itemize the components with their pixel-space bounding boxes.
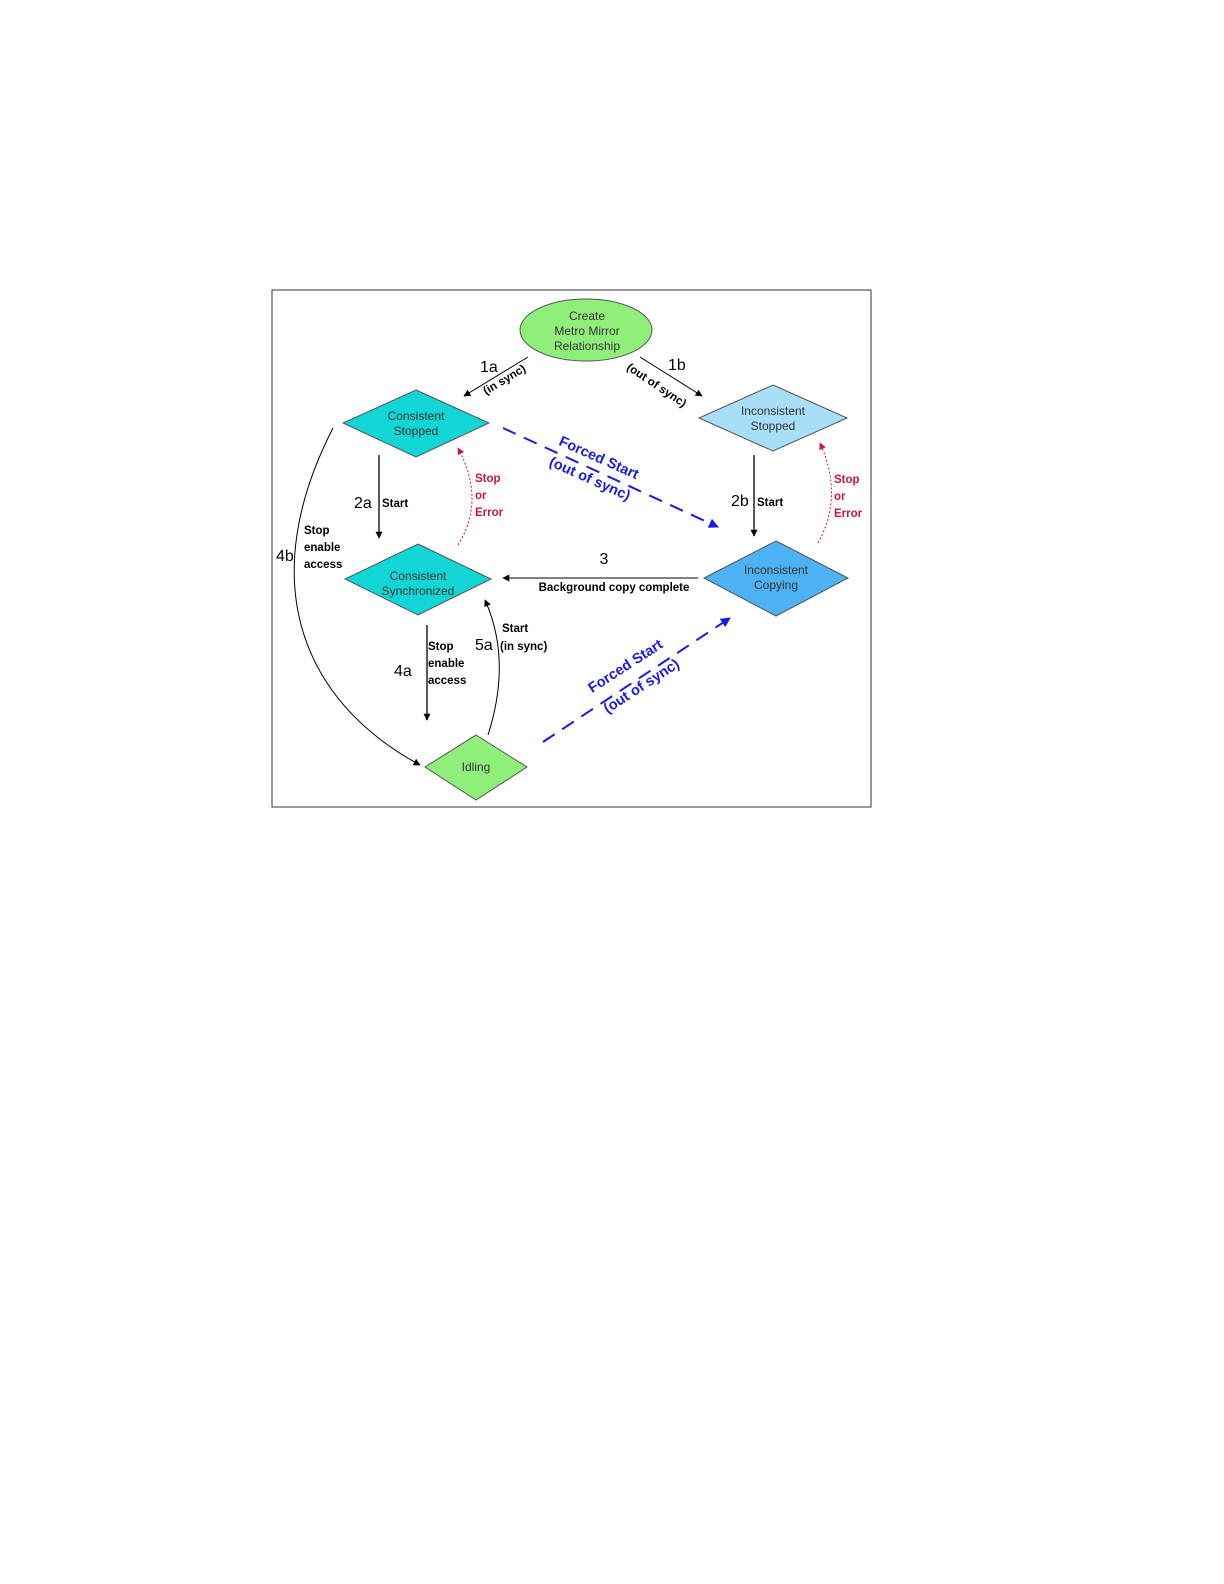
transition-2a-number: 2a xyxy=(354,495,372,512)
stop-error-right-line3: Error xyxy=(834,508,863,520)
node-idling-label: Idling xyxy=(462,760,491,774)
stop-error-left-line3: Error xyxy=(475,507,504,519)
node-create-relationship: Create Metro Mirror Relationship xyxy=(519,298,653,362)
arrow-1a xyxy=(463,356,529,397)
transition-4a-label-line1: Stop xyxy=(428,641,454,653)
transition-5a-number: 5a xyxy=(475,637,493,654)
node-consistent-synchronized: Consistent Synchronized xyxy=(343,543,493,616)
stop-error-left-line2: or xyxy=(475,490,487,502)
node-inconsistent-stopped: Inconsistent Stopped xyxy=(697,384,849,452)
stop-error-left-line1: Stop xyxy=(475,473,501,485)
transition-1a-number: 1a xyxy=(480,359,498,376)
node-inconsistent-copying-line1: Inconsistent xyxy=(744,563,809,577)
transition-5a-label-line2: (in sync) xyxy=(500,641,547,653)
transition-2b-number: 2b xyxy=(731,493,749,510)
node-inconsistent-stopped-line2: Stopped xyxy=(751,419,796,433)
arrow-4b xyxy=(293,427,421,766)
transition-3-label: Background copy complete xyxy=(539,582,690,594)
stop-error-right-line1: Stop xyxy=(834,474,860,486)
arrow-forced-start-lower xyxy=(542,617,731,743)
node-consistent-synchronized-line1: Consistent xyxy=(390,569,447,583)
transition-3-number: 3 xyxy=(600,551,609,568)
node-consistent-stopped-line1: Consistent xyxy=(388,409,445,423)
transition-2b-label: Start xyxy=(757,497,783,509)
node-consistent-synchronized-line2: Synchronized xyxy=(382,584,455,598)
stop-error-right-line2: or xyxy=(834,491,846,503)
arrow-forced-start-upper xyxy=(502,427,719,528)
node-inconsistent-stopped-line1: Inconsistent xyxy=(741,404,806,418)
arrow-1b xyxy=(639,356,703,397)
transition-5a-label-line1: Start xyxy=(502,623,528,635)
transition-4a-label-line3: access xyxy=(428,675,466,687)
transition-4b-label-line1: Stop xyxy=(304,525,330,537)
node-idling: Idling xyxy=(424,734,528,801)
node-inconsistent-copying: Inconsistent Copying xyxy=(702,540,850,617)
arrow-5a xyxy=(484,599,500,736)
node-consistent-stopped-line2: Stopped xyxy=(394,424,439,438)
node-create-line1: Create xyxy=(569,309,605,323)
transition-4b-label-line3: access xyxy=(304,559,342,571)
transition-4a-label-line2: enable xyxy=(428,658,464,670)
arrow-stop-error-left xyxy=(457,447,473,546)
node-create-line2: Metro Mirror xyxy=(554,324,619,338)
arrow-stop-error-right xyxy=(817,442,832,544)
node-consistent-stopped: Consistent Stopped xyxy=(341,389,491,458)
transition-4a-number: 4a xyxy=(394,663,412,680)
transition-2a-label: Start xyxy=(382,498,408,510)
transition-4b-number: 4b xyxy=(276,548,294,565)
transition-4b-label-line2: enable xyxy=(304,542,340,554)
node-inconsistent-copying-line2: Copying xyxy=(754,578,798,592)
transition-1b-number: 1b xyxy=(668,357,686,374)
node-create-line3: Relationship xyxy=(554,339,620,353)
